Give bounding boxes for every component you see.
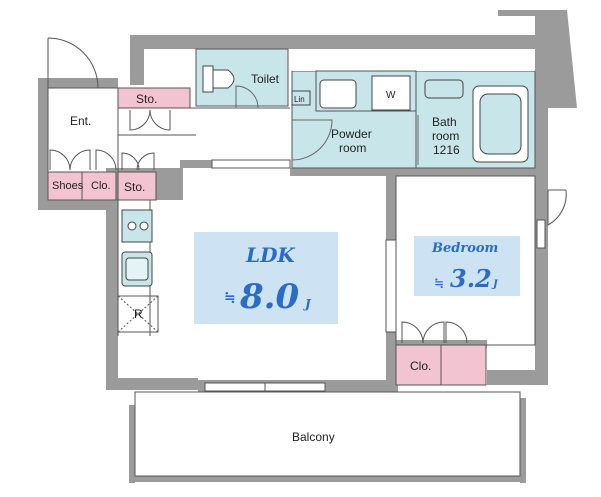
bath-shelf	[424, 79, 464, 99]
sto-bottom-door-2	[136, 152, 155, 171]
toilet-label: Toilet	[251, 72, 280, 86]
wall-entrance-left	[38, 78, 48, 208]
powder-room-label-2: room	[339, 141, 366, 155]
ldk-bedroom-sliding	[385, 239, 397, 333]
wall-right-lower	[487, 370, 548, 385]
bedroom-unit: J	[491, 279, 499, 290]
powder-top-strip	[292, 49, 535, 71]
wall-entrance-bottom	[38, 200, 118, 210]
ldk-approx-symbol: ≒	[224, 290, 236, 306]
bath-label-1: Bath	[432, 115, 457, 129]
sliding-doors	[204, 159, 546, 392]
ldk-label-bg	[194, 232, 338, 324]
toilet-tank	[202, 65, 214, 93]
bedroom-window	[536, 219, 546, 249]
labels: Ent. Sto. Sto. Shoes Clo. Toilet Powder …	[52, 72, 499, 444]
bathtub-inner	[479, 93, 522, 155]
linen-shelf	[291, 90, 311, 106]
wall-right	[535, 170, 548, 385]
bath-fixtures	[417, 79, 529, 165]
bedroom-closet-door-3	[445, 321, 468, 344]
bath-label-2: room	[432, 129, 459, 143]
washer	[371, 75, 411, 111]
wall-top-right-column	[498, 10, 577, 108]
entrance-room-outline	[47, 87, 119, 201]
burner-1	[127, 221, 137, 231]
ldk-unit: J	[303, 297, 312, 311]
linen-label: Lin	[294, 95, 305, 104]
ldk-area: 8.0	[239, 277, 299, 317]
entrance-door	[47, 37, 99, 89]
shoes-label: Shoes	[52, 180, 84, 192]
storage-bottom-label: Sto.	[124, 180, 145, 194]
fridge-x2	[117, 295, 159, 333]
wall-wet-bottom	[290, 168, 548, 176]
wall-bedroom-closet	[395, 340, 487, 348]
shoes-door-1	[49, 149, 71, 171]
storage-top-label: Sto.	[136, 92, 157, 106]
bedroom-door	[547, 189, 567, 226]
ldk-label: LDK	[245, 243, 296, 267]
kitchen-sink-basin	[125, 257, 149, 281]
washbasin	[319, 79, 357, 109]
sto-bottom-door-1	[121, 152, 140, 171]
storage-door-1	[129, 109, 151, 131]
wall-balcony-bottom	[129, 476, 526, 482]
balcony-outline	[134, 391, 521, 477]
burner-2	[139, 221, 149, 231]
doors	[47, 37, 567, 344]
refrigerator-label: R	[134, 307, 143, 321]
storage-door-2	[149, 109, 171, 131]
wall-balcony-left	[129, 405, 135, 483]
powder-room-label-1: Powder	[331, 127, 372, 141]
kitchen-fixtures	[121, 209, 153, 287]
corridor-sliding-door	[211, 159, 291, 169]
bedroom-closet-door-2	[422, 321, 445, 344]
wall-left-bottom	[106, 336, 198, 390]
bedroom-area: 3.2	[450, 264, 492, 293]
powder-fixtures	[291, 75, 411, 161]
wall-entrance-top	[38, 78, 118, 88]
fridge-x1	[117, 295, 159, 333]
wall-top	[130, 35, 548, 49]
wall-kitchen-left	[106, 168, 118, 390]
toilet-door-swing	[235, 85, 259, 109]
bath-size-label: 1216	[433, 143, 460, 157]
toilet-bowl	[212, 69, 235, 89]
bedroom-label: Bedroom	[431, 241, 498, 256]
wall-balcony-right	[520, 398, 526, 483]
fridge-box	[117, 295, 159, 333]
powder-door-swing	[291, 119, 333, 161]
bedroom-approx-symbol: ≒	[434, 276, 444, 290]
wall-top-left-stub	[130, 35, 144, 85]
entrance-label: Ent.	[70, 114, 91, 128]
wall-right-tower	[535, 10, 548, 185]
toilet-fixture	[202, 65, 259, 109]
washer-label: W	[386, 90, 396, 101]
shoes-door-3	[95, 149, 117, 171]
bedroom-closet-label: Clo.	[410, 359, 431, 373]
bedroom-closet-door-1	[401, 321, 424, 344]
shoes-door-2	[69, 149, 91, 171]
balcony-label: Balcony	[292, 430, 335, 444]
bedroom-label-bg	[414, 236, 520, 296]
closet-entrance-label: Clo.	[91, 180, 111, 192]
